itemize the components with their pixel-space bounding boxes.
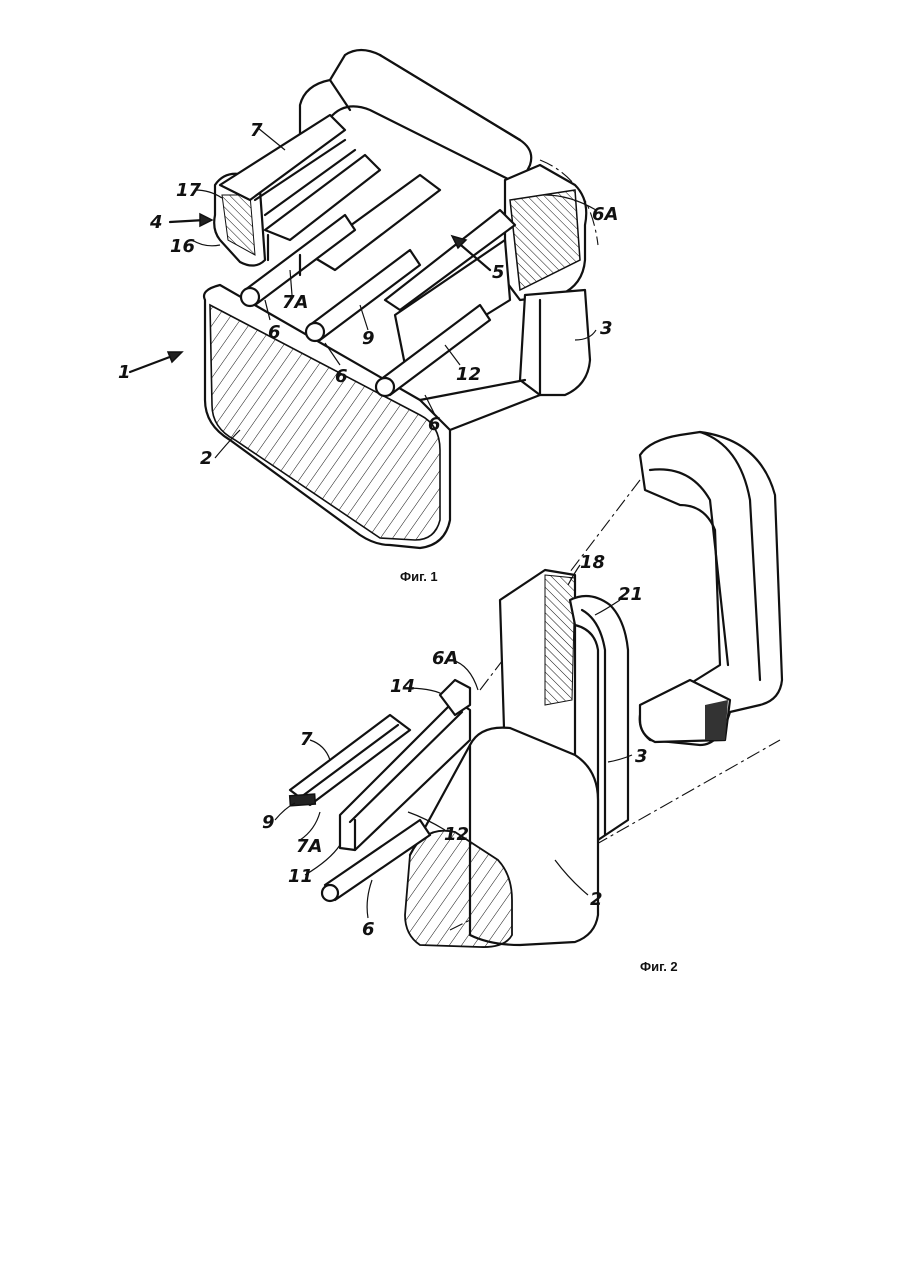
fig2-label-11: 11 [288, 866, 313, 887]
fig1-label-9: 9 [362, 328, 375, 349]
fig1-label-1: 1 [118, 362, 131, 383]
fig1-label-6a: 6 [268, 322, 281, 343]
fig2-label-3: 3 [635, 746, 648, 767]
fig1-label-6A: 6A [592, 204, 618, 225]
fig2-label-6A: 6A [432, 648, 458, 669]
fig2-label-14: 14 [390, 676, 415, 697]
fig1-label-16: 16 [170, 236, 195, 257]
fig1-label-7A: 7A [282, 292, 308, 313]
fig1-label-12: 12 [456, 364, 481, 385]
fig1-label-6c: 6 [428, 414, 441, 435]
fig1-label-17: 17 [176, 180, 202, 201]
fig2-caption: Фиг. 2 [640, 959, 678, 974]
fig1-label-7: 7 [250, 120, 263, 141]
fig2-label-18: 18 [580, 552, 605, 573]
fig2-label-7: 7 [300, 729, 313, 750]
fig1-caption: Фиг. 1 [400, 569, 438, 584]
fig2-label-6: 6 [362, 919, 375, 940]
fig2-label-21: 21 [618, 584, 643, 605]
fig1-label-4: 4 [149, 212, 163, 233]
fig1-label-3: 3 [600, 318, 613, 339]
fig2-label-7A: 7A [296, 836, 322, 857]
fig1-label-5: 5 [492, 262, 505, 283]
figure-1-drawing [130, 50, 598, 548]
fig1-label-6b: 6 [335, 366, 348, 387]
fig2-label-2: 2 [590, 889, 603, 910]
fig2-label-9: 9 [262, 812, 275, 833]
fig2-label-12: 12 [444, 824, 469, 845]
fig1-label-2: 2 [200, 448, 213, 469]
